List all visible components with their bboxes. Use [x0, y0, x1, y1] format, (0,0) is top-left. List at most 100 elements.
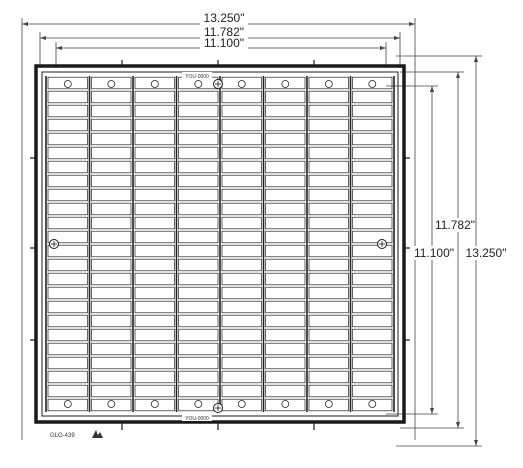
grate-slot	[178, 202, 219, 216]
grate-slot	[178, 328, 219, 342]
cast-boss-icon	[237, 80, 246, 88]
cast-boss-icon	[63, 400, 72, 408]
grate-slot	[47, 314, 88, 328]
grate-slot	[178, 258, 219, 272]
grate-slot	[221, 160, 262, 174]
grate-slot	[221, 370, 262, 384]
grate-slot	[352, 174, 393, 188]
grate-slot	[91, 132, 132, 146]
grate-slot	[47, 244, 88, 258]
grate-slot	[47, 90, 88, 104]
grate-slot	[308, 356, 349, 370]
grate-slot	[91, 118, 132, 132]
grate-slot	[265, 90, 306, 104]
grate-slot	[47, 342, 88, 356]
grate-slot	[352, 272, 393, 286]
grate-slot	[134, 104, 175, 118]
grate-slot	[352, 244, 393, 258]
grate-slot	[221, 300, 262, 314]
manufacturer-logo-icon	[92, 430, 103, 438]
grate-slot	[134, 146, 175, 160]
grate-slot	[47, 286, 88, 300]
grate-slot	[91, 398, 132, 412]
grate-slot	[221, 314, 262, 328]
grate-slot	[178, 118, 219, 132]
grate-slot	[308, 118, 349, 132]
grate-slot	[265, 188, 306, 202]
grate-slot	[265, 258, 306, 272]
grate-slot	[352, 76, 393, 90]
grate-slot	[352, 286, 393, 300]
grate-slot	[221, 104, 262, 118]
grate-slot	[221, 342, 262, 356]
grate-slot	[178, 314, 219, 328]
cast-boss-icon	[194, 400, 203, 408]
grate-slot	[178, 384, 219, 398]
grate-slot	[134, 384, 175, 398]
grate-slot	[221, 174, 262, 188]
grate-slot	[47, 300, 88, 314]
bottom-grate-label: YOU-0000	[185, 416, 209, 422]
grate-slot	[91, 384, 132, 398]
grate-slot	[352, 202, 393, 216]
grate-slot	[91, 160, 132, 174]
grate-slot	[47, 384, 88, 398]
grate-slot	[352, 160, 393, 174]
grate-slot	[134, 258, 175, 272]
grate-slot	[352, 90, 393, 104]
grate-slot	[352, 104, 393, 118]
grate-slot	[265, 328, 306, 342]
grate-slot	[265, 314, 306, 328]
grate-slot	[221, 202, 262, 216]
grate-slot	[308, 328, 349, 342]
cast-boss-icon	[324, 80, 333, 88]
grate-slot	[352, 258, 393, 272]
grate-slot	[178, 146, 219, 160]
grate-slot	[265, 76, 306, 90]
grate-slot	[265, 132, 306, 146]
grate-slot	[265, 300, 306, 314]
cast-boss-icon	[107, 80, 116, 88]
top-outer-dimension: 13.250"	[204, 11, 245, 25]
grate-slot	[221, 384, 262, 398]
grate-slot	[47, 188, 88, 202]
cast-boss-icon	[194, 80, 203, 88]
grate-slot	[134, 314, 175, 328]
grate-slot	[352, 300, 393, 314]
grate-slot	[221, 188, 262, 202]
grate-slot	[91, 342, 132, 356]
grate-slot	[91, 272, 132, 286]
right-outer-dimension: 13.250"	[466, 246, 507, 260]
grate-slot	[308, 272, 349, 286]
grate-slot	[91, 202, 132, 216]
grate-slot	[47, 118, 88, 132]
grate-slot	[221, 356, 262, 370]
grate-slot	[308, 384, 349, 398]
grate-slot	[134, 328, 175, 342]
grate-slot	[178, 216, 219, 230]
grate-slot	[91, 244, 132, 258]
grate-slot	[352, 132, 393, 146]
grate-slot	[352, 328, 393, 342]
grate-slot	[265, 202, 306, 216]
cast-boss-icon	[281, 400, 290, 408]
right-dimension-arrows	[430, 56, 478, 446]
grate-slot	[308, 314, 349, 328]
grate-slot	[134, 76, 175, 90]
grate-slot	[178, 244, 219, 258]
grate-slot	[91, 314, 132, 328]
grate-slot	[134, 356, 175, 370]
grate-slot	[352, 230, 393, 244]
grate-bar-grid	[45, 76, 395, 412]
cast-boss-icon	[63, 80, 72, 88]
grate-slot	[308, 132, 349, 146]
grate-slot	[265, 370, 306, 384]
grate-slot	[178, 188, 219, 202]
grate-slot	[221, 132, 262, 146]
grate-slot	[178, 272, 219, 286]
cast-boss-icon	[368, 400, 377, 408]
grate-slot	[265, 384, 306, 398]
grate-slot	[221, 258, 262, 272]
top-dimension-arrows	[22, 22, 415, 50]
grate-slot	[47, 258, 88, 272]
